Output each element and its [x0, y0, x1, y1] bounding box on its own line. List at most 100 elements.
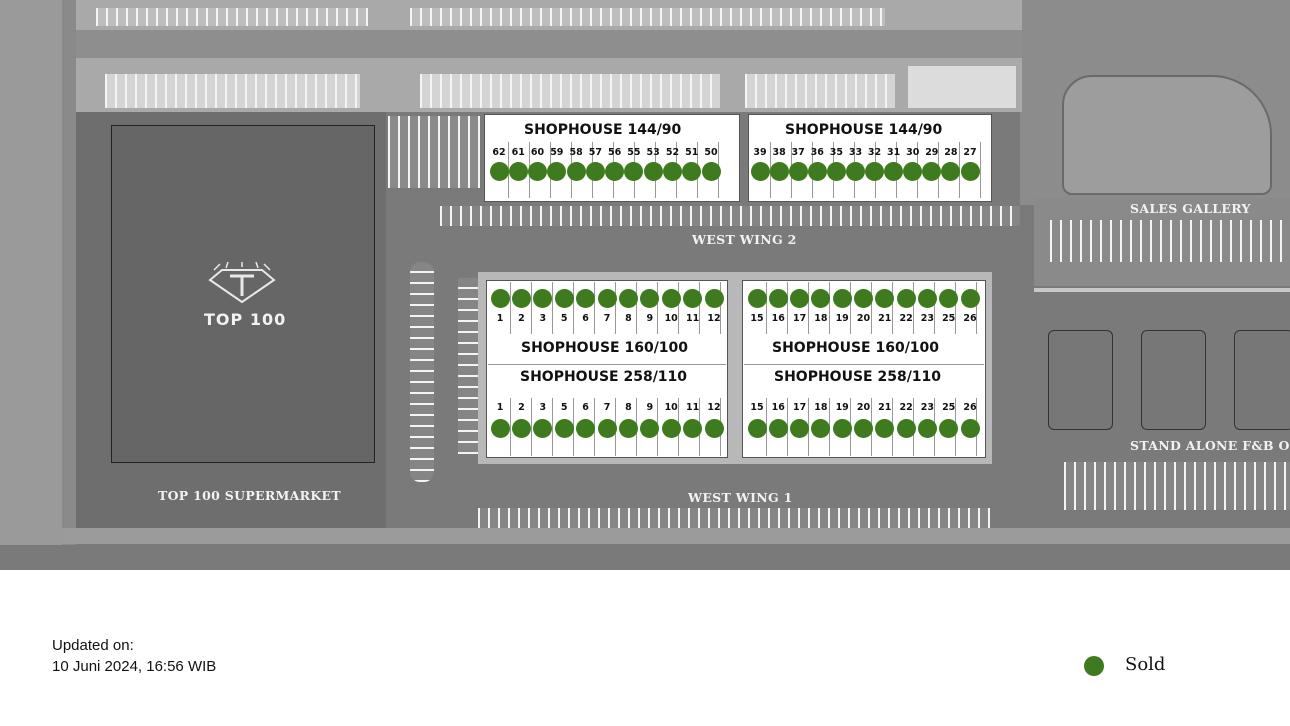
sold-marker-icon	[605, 161, 625, 181]
unit-number: 21	[878, 402, 892, 413]
sold-marker-icon	[790, 418, 810, 438]
sold-marker-icon	[528, 161, 548, 181]
unit-number: 57	[588, 147, 602, 158]
unit-number: 7	[603, 313, 611, 324]
sold-marker-icon	[682, 161, 702, 181]
sold-marker-icon	[597, 418, 617, 438]
sold-marker-icon	[896, 288, 916, 308]
unit-number: 32	[867, 147, 882, 158]
sold-marker-icon	[747, 418, 767, 438]
sold-marker-icon	[788, 161, 808, 181]
sold-marker-icon	[750, 161, 770, 181]
mid-left-parking	[410, 262, 434, 482]
sold-marker-icon	[624, 161, 644, 181]
unit-number: 8	[625, 313, 632, 324]
west-wing-2-label: WEST WING 2	[692, 232, 797, 247]
sold-marker-icon	[960, 418, 980, 438]
west-wing-1-label: WEST WING 1	[688, 490, 793, 505]
unit-number: 2	[518, 402, 525, 413]
unit-number: 55	[627, 147, 641, 158]
sold-marker-icon	[566, 161, 586, 181]
unit-number: 27	[963, 147, 977, 158]
sold-marker-icon	[826, 161, 846, 181]
unit-number: 35	[829, 147, 843, 158]
top-road	[76, 30, 1022, 58]
unit-number: 17	[792, 402, 807, 413]
sold-marker-icon	[704, 418, 724, 438]
mid-left-parking-2	[458, 278, 478, 454]
fnb-building-2	[1141, 330, 1206, 430]
top-shops-1	[105, 74, 360, 108]
fnb-parking	[1064, 462, 1290, 510]
west-wing-1-parking	[478, 508, 990, 530]
unit-number: 11	[685, 313, 700, 324]
sold-marker-icon	[917, 418, 937, 438]
sold-marker-icon	[618, 418, 638, 438]
sold-marker-icon	[640, 418, 660, 438]
unit-number: 62	[492, 147, 506, 158]
unit-number: 28	[944, 147, 958, 158]
unit-number: 11	[685, 402, 700, 413]
sales-gallery-label: SALES GALLERY	[1130, 201, 1251, 216]
unit-number: 16	[771, 313, 785, 324]
stand-alone-fnb-label: STAND ALONE F&B OU	[1130, 438, 1290, 453]
unit-number: 5	[560, 402, 568, 413]
top-parking-row-2	[410, 8, 885, 26]
sales-gallery-parking	[1050, 220, 1290, 262]
sold-marker-icon	[701, 161, 721, 181]
unit-number: 12	[707, 313, 721, 324]
sold-marker-icon	[939, 288, 959, 308]
unit-number: 30	[906, 147, 920, 158]
sold-marker-icon	[768, 418, 788, 438]
sold-marker-icon	[508, 161, 528, 181]
sold-marker-icon	[640, 288, 660, 308]
unit-number: 3	[539, 313, 547, 324]
unit-number: 15	[750, 313, 764, 324]
unit-number: 39	[753, 147, 767, 158]
sold-marker-icon	[533, 418, 553, 438]
sold-marker-icon	[939, 418, 959, 438]
unit-number: 6	[582, 402, 589, 413]
unit-number: 26	[963, 313, 977, 324]
unit-number: 20	[856, 402, 871, 413]
sold-marker-icon	[811, 418, 831, 438]
right-divider	[1034, 288, 1290, 292]
unit-number: 23	[920, 402, 934, 413]
unit-number: 15	[750, 402, 764, 413]
unit-number: 26	[963, 402, 977, 413]
unit-number: 31	[887, 147, 901, 158]
unit-number: 22	[899, 402, 913, 413]
unit-number: 19	[835, 313, 849, 324]
unit-number: 1	[496, 313, 504, 324]
unit-number: 19	[835, 402, 849, 413]
sold-marker-icon	[941, 161, 961, 181]
mid-divider-left	[488, 364, 726, 365]
top-shops-4	[908, 66, 1016, 108]
sold-marker-icon	[511, 288, 531, 308]
sold-marker-icon	[490, 288, 510, 308]
sold-marker-icon	[661, 288, 681, 308]
sold-marker-icon	[489, 161, 509, 181]
sold-marker-icon	[875, 288, 895, 308]
sold-marker-icon	[807, 161, 827, 181]
sold-marker-icon	[865, 161, 885, 181]
sold-marker-icon	[854, 418, 873, 438]
shophouse-160-title-left: SHOPHOUSE 160/100	[521, 340, 689, 356]
unit-number: 58	[569, 147, 583, 158]
sold-marker-icon	[845, 161, 865, 181]
unit-number: 9	[646, 402, 654, 413]
sold-marker-icon	[554, 418, 574, 438]
sold-marker-icon	[917, 288, 937, 308]
sold-marker-icon	[597, 288, 617, 308]
fnb-building-3	[1234, 330, 1290, 430]
unit-number: 10	[664, 402, 678, 413]
sold-marker-icon	[511, 418, 531, 438]
sold-marker-icon	[533, 288, 553, 308]
sold-marker-icon	[618, 288, 638, 308]
unit-number: 25	[942, 402, 956, 413]
sold-marker-icon	[884, 161, 904, 181]
sold-marker-icon	[661, 418, 681, 438]
unit-number: 60	[530, 147, 545, 158]
sold-marker-icon	[790, 288, 810, 308]
unit-number: 56	[608, 147, 622, 158]
